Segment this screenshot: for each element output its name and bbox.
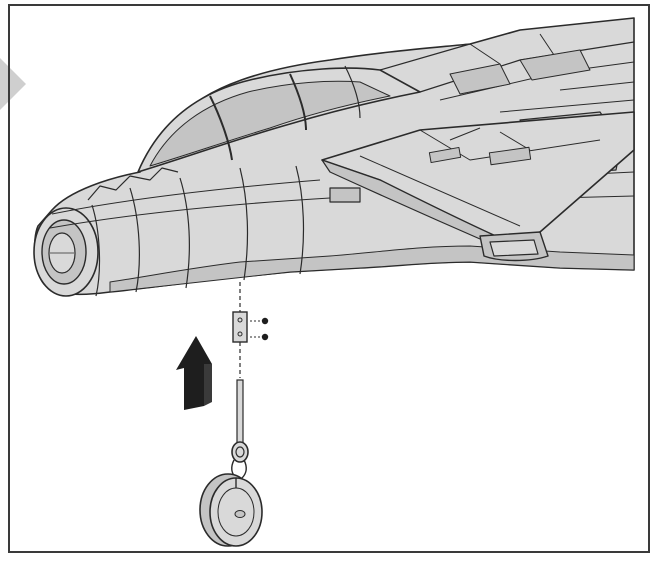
screw-icon (250, 317, 269, 341)
gear-strut (236, 379, 244, 447)
frame-border (8, 4, 650, 553)
nose-wheel (199, 473, 263, 547)
triangle-right-icon (0, 58, 26, 110)
arrow-up-icon (176, 336, 212, 410)
gear-coil (231, 441, 249, 479)
gear-mount-bracket (232, 311, 248, 343)
wing (321, 111, 635, 262)
landing-gear-assembly (199, 282, 269, 547)
